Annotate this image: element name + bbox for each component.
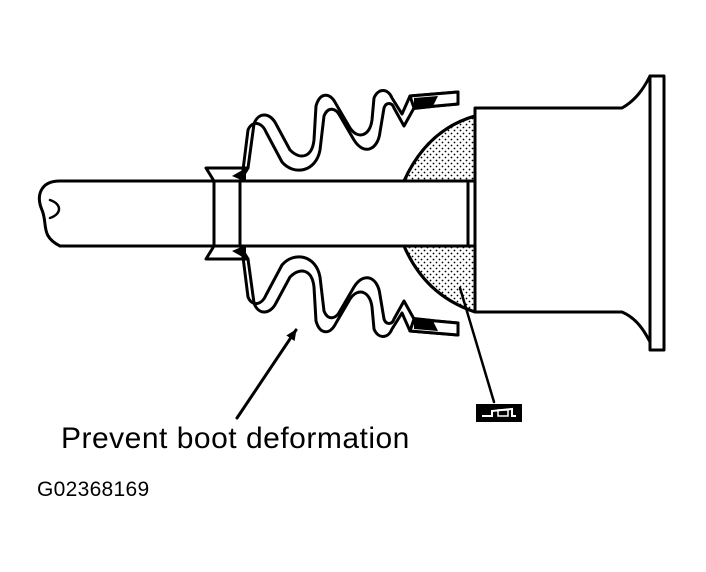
drive-shaft [37,179,470,248]
boot-callout-arrow [235,328,298,420]
boot-lower [240,247,460,338]
boot-callout-label: Prevent boot deformation [61,422,410,455]
grease-leader-line [458,286,496,404]
figure-code: G02368169 [37,478,150,501]
grease-gun-icon [476,404,522,422]
housing-flange [648,74,666,352]
boot-upper [240,89,460,180]
